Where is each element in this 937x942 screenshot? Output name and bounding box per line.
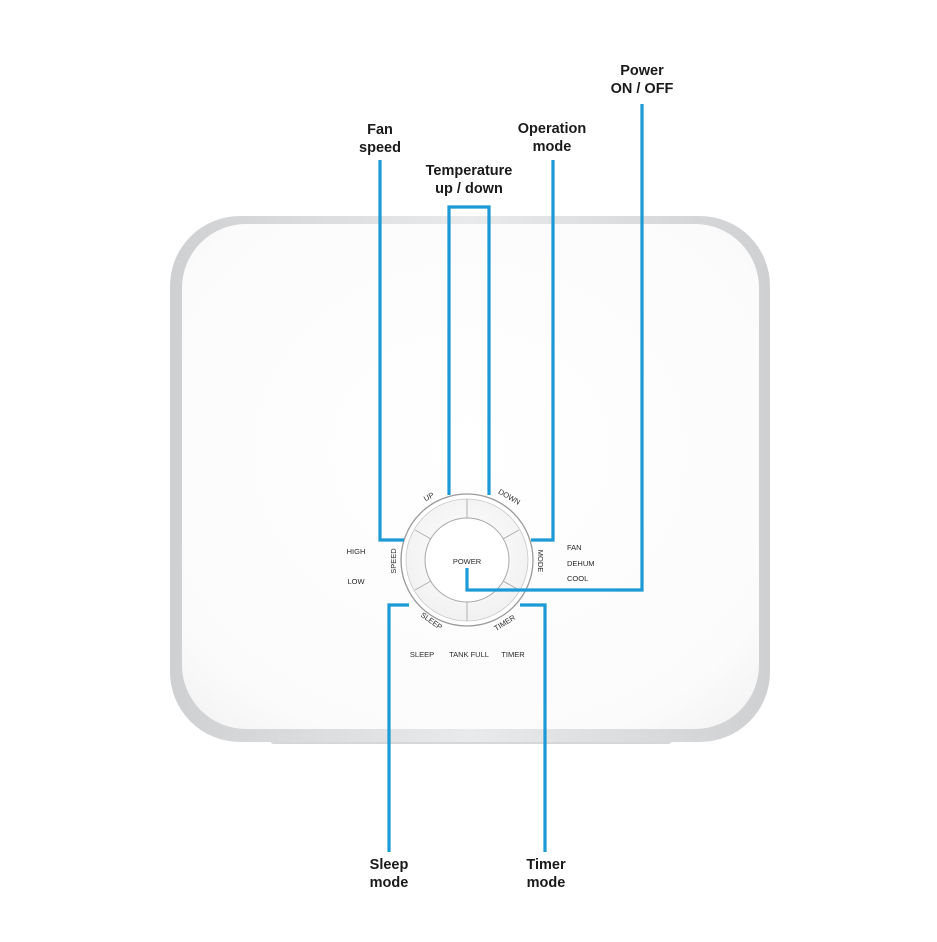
timer-mode-callout-line1: Timer (526, 857, 566, 873)
fan-speed-callout-line2: speed (359, 140, 401, 156)
mode-indicator-fan: FAN (567, 543, 582, 552)
operation-mode-callout-line2: mode (532, 139, 572, 155)
mode-indicator-cool: COOL (567, 574, 588, 583)
sleep-mode-callout: Sleep mode (339, 856, 439, 892)
temperature-leader-line (447, 205, 491, 495)
tank-full-indicator: TANK FULL (449, 650, 489, 659)
dial-divider (414, 529, 432, 540)
power-callout: Power ON / OFF (582, 62, 702, 98)
fan-speed-callout: Fan speed (330, 121, 430, 157)
mode-indicator-dehum: DEHUM (567, 559, 595, 568)
operation-mode-callout-line1: Operation (517, 121, 587, 137)
speed-indicator-low: LOW (347, 577, 365, 586)
power-callout-line1: Power (620, 63, 664, 79)
timer-mode-callout-line2: mode (526, 875, 566, 891)
fan-speed-leader-line (378, 160, 404, 542)
timer-mode-callout: Timer mode (496, 856, 596, 892)
up-button-label: UP (422, 490, 435, 503)
power-button-label: POWER (453, 557, 482, 566)
mode-button-label: MODE (536, 550, 545, 573)
sleep-mode-callout-line1: Sleep (369, 857, 409, 873)
power-callout-line2: ON / OFF (610, 81, 674, 97)
fan-speed-callout-line1: Fan (367, 122, 393, 138)
sleep-mode-callout-line2: mode (369, 875, 409, 891)
operation-mode-callout: Operation mode (492, 120, 612, 156)
temperature-callout-line2: up / down (435, 181, 503, 197)
temperature-callout: Temperature up / down (409, 162, 529, 198)
sleep-indicator: SLEEP (410, 650, 434, 659)
dial-divider (414, 580, 432, 591)
power-leader-line (465, 104, 644, 592)
sleep-mode-leader-line (387, 603, 409, 852)
timer-mode-leader-line (520, 603, 547, 852)
dial-divider (502, 529, 520, 540)
speed-indicator-high: HIGH (347, 547, 366, 556)
panel-face (182, 224, 759, 729)
operation-mode-leader-line (531, 160, 555, 542)
timer-indicator: TIMER (501, 650, 525, 659)
power-button[interactable] (424, 517, 510, 603)
speed-button-label: SPEED (389, 548, 398, 574)
temperature-callout-line1: Temperature (425, 163, 513, 179)
